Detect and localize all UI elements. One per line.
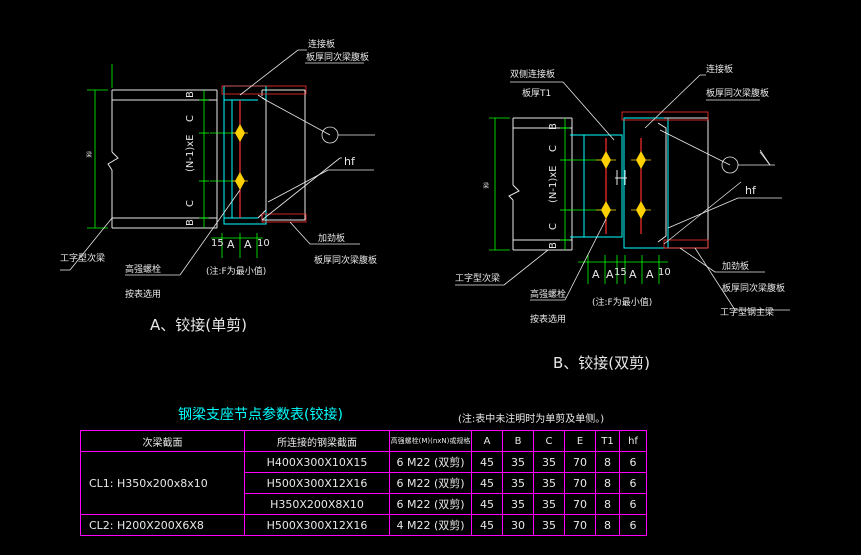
table-cell: 35 (533, 493, 565, 515)
b-note: (注:F为最小值) (592, 296, 652, 308)
table-row: CL2: H200X200X6X8 H500X300X12X16 4 M22 (… (80, 514, 647, 536)
b-dim-c-top: C (548, 145, 559, 152)
table-row: H500X300X12X16 6 M22 (双剪) 45 35 35 70 8 … (81, 472, 647, 494)
b-beam-label: 工字型次梁 (455, 272, 500, 284)
a-dim-10: 10 (257, 238, 270, 249)
a-beam-label: 工字型次梁 (60, 252, 105, 264)
parameter-table: 次梁截面 所连接的钢梁截面 高强螺栓(M)(nxN)或规格 A B C E T1… (80, 430, 647, 536)
section-cell: CL2: H200X200X6X8 (80, 514, 245, 536)
a-dim-15: 15 (211, 238, 224, 249)
table-cell: 70 (564, 451, 596, 473)
table-cell: 6 M22 (双剪) (389, 493, 472, 515)
section-cell: CL1: H350x200x8x10 (80, 451, 245, 515)
a-hf: hf (344, 155, 356, 168)
detail-b: 双侧连接板 板厚T1 连接板 板厚同次梁腹板 B C (N-1)xE C B 梁… (455, 63, 790, 372)
col-header: 高强螺栓(M)(nxN)或规格 (389, 430, 472, 452)
a-dim-b-bot: B (185, 219, 196, 226)
a-top-label-2: 板厚同次梁腹板 (306, 51, 369, 63)
a-bolt-label-2: 按表选用 (125, 288, 161, 300)
b-main-beam: 工字型钢主梁 (720, 306, 774, 318)
table-cell: 35 (502, 493, 534, 515)
b-side-mark: 梁 (483, 182, 489, 190)
a-stiffener-1: 加劲板 (318, 232, 345, 244)
b-top-left-2: 板厚T1 (522, 87, 551, 99)
col-header: C (533, 430, 565, 452)
b-dim-15: 15 (614, 267, 627, 278)
a-dim-c-bot: C (185, 200, 196, 207)
table-cell: 35 (533, 451, 565, 473)
table-cell: 35 (533, 514, 565, 536)
table-cell: 70 (564, 493, 596, 515)
b-dim-b-bot: B (548, 242, 559, 249)
table-cell: 30 (502, 514, 534, 536)
b-stiffener-2: 板厚同次梁腹板 (722, 282, 785, 294)
detail-a: 连接板 板厚同次梁腹板 B C (N-1)xE C B 梁 hf 加劲板 板厚同… (60, 38, 377, 334)
b-stiffener-1: 加劲板 (722, 260, 749, 272)
b-top-right-2: 板厚同次梁腹板 (706, 87, 769, 99)
table-header-row: 次梁截面 所连接的钢梁截面 高强螺栓(M)(nxN)或规格 A B C E T1… (80, 430, 647, 452)
col-header: 次梁截面 (80, 430, 245, 452)
table-cell: 8 (595, 451, 620, 473)
a-stiffener-2: 板厚同次梁腹板 (314, 254, 377, 266)
table-cell: 45 (471, 514, 503, 536)
a-caption: A、铰接(单剪) (150, 316, 247, 334)
a-dim-a2: A (244, 238, 252, 251)
b-top-left-1: 双侧连接板 (510, 68, 555, 80)
a-dim-a1: A (227, 238, 235, 251)
table-cell: 45 (471, 451, 503, 473)
b-dim-b-top: B (548, 123, 559, 130)
col-header: hf (619, 430, 647, 452)
b-bolt-label-2: 按表选用 (530, 313, 566, 325)
table-cell: 6 (619, 493, 647, 515)
table-cell: 35 (533, 472, 565, 494)
table-cell: 8 (595, 472, 620, 494)
table-cell: 45 (471, 472, 503, 494)
table-note: (注:表中未注明时为单剪及单侧。) (458, 414, 605, 425)
a-side-mark: 梁 (86, 151, 92, 159)
table-cell: 4 M22 (双剪) (389, 514, 472, 536)
a-top-label-1: 连接板 (308, 38, 335, 50)
col-header: B (502, 430, 534, 452)
b-dim-10: 10 (658, 267, 671, 278)
b-dim-c-bot: C (548, 223, 559, 230)
table-cell: 8 (595, 514, 620, 536)
col-header: 所连接的钢梁截面 (244, 430, 390, 452)
col-header: A (471, 430, 503, 452)
table-title: 钢梁支座节点参数表(铰接) (178, 407, 343, 423)
b-dim-a4: A (646, 268, 654, 281)
table-cell: 8 (595, 493, 620, 515)
col-header: E (564, 430, 596, 452)
table-cell: 70 (564, 472, 596, 494)
table-cell: 6 M22 (双剪) (389, 451, 472, 473)
table-cell: 6 (619, 472, 647, 494)
table-cell: H350X200X8X10 (244, 493, 390, 515)
table-cell: 6 (619, 514, 647, 536)
b-dim-a1: A (592, 268, 600, 281)
table-cell: 6 M22 (双剪) (389, 472, 472, 494)
b-dim-mid: (N-1)xE (548, 166, 559, 204)
a-dim-c-top: C (185, 115, 196, 122)
a-bolt-label-1: 高强螺栓 (125, 263, 161, 275)
a-dim-b-top: B (185, 91, 196, 98)
col-header: T1 (595, 430, 620, 452)
b-dim-a2: A (606, 268, 614, 281)
b-hf: hf (745, 184, 757, 197)
table-cell: H400X300X10X15 (244, 451, 390, 473)
a-note: (注:F为最小值) (206, 265, 266, 277)
b-top-right-1: 连接板 (706, 63, 733, 75)
b-dim-a3: A (629, 268, 637, 281)
table-cell: H500X300X12X16 (244, 472, 390, 494)
table-row: CL1: H350x200x8x10 H400X300X10X15 6 M22 … (80, 451, 647, 515)
table-cell: 35 (502, 451, 534, 473)
table-cell: 70 (564, 514, 596, 536)
b-caption: B、铰接(双剪) (553, 354, 650, 372)
table-cell: 45 (471, 493, 503, 515)
a-dim-mid: (N-1)xE (185, 135, 196, 173)
b-bolt-label-1: 高强螺栓 (530, 288, 566, 300)
table-cell: 6 (619, 451, 647, 473)
table-cell: H500X300X12X16 (244, 514, 390, 536)
table-cell: 35 (502, 472, 534, 494)
